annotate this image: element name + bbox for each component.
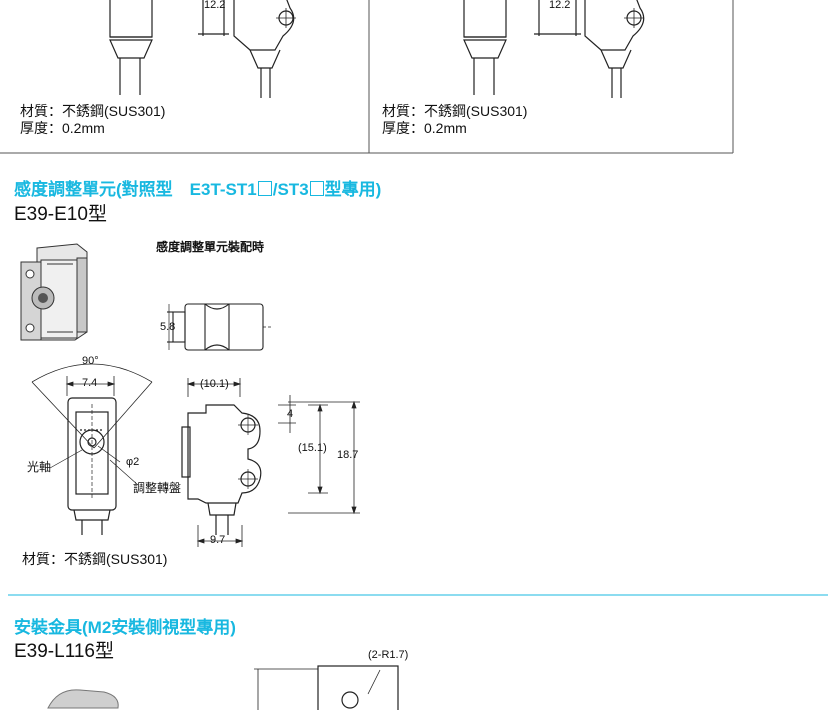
sensitivity-unit-product-image: [20, 243, 88, 341]
dim-5-8: 5.8: [160, 321, 176, 333]
section1-title-part-a: 感度調整單元(對照型 E3T-ST1: [14, 180, 257, 199]
diagram-caption: 感度調整單元裝配時: [156, 240, 265, 254]
section1-title: 感度調整單元(對照型 E3T-ST1/ST3 型專用): [14, 175, 381, 200]
square-box-icon: [309, 181, 324, 196]
dim-4: 4: [287, 408, 294, 420]
dim-7-4: 7.4: [82, 377, 98, 389]
dim-2-r1-7: (2-R1.7): [368, 649, 409, 661]
section2-divider: [8, 594, 828, 596]
section1-title-part-c: 型專用): [324, 180, 382, 199]
top-left-dim-12-2: 12.2: [204, 0, 226, 11]
dim-18-7: 18.7: [337, 449, 359, 461]
top-right-dim-12-2: 12.2: [549, 0, 571, 11]
section1-material: 材質：不銹鋼(SUS301): [22, 551, 168, 567]
top-right-material: 材質：不銹鋼(SUS301): [382, 103, 528, 119]
section2-model: E39-L116型: [14, 641, 114, 662]
dim-90-deg: 90°: [82, 355, 99, 367]
dim-10-1: (10.1): [200, 378, 229, 390]
section1-model: E39-E10型: [14, 204, 107, 225]
front-view-drawing: [31, 363, 153, 535]
square-box-icon: [257, 181, 272, 196]
top-left-drawing: [109, 0, 296, 98]
bracket-drawing: [47, 665, 399, 710]
dim-phi2: φ2: [126, 456, 140, 468]
top-right-thickness: 厚度：0.2mm: [382, 120, 467, 136]
optical-axis-label: 光軸: [27, 460, 52, 474]
section2-title: 安裝金具(M2安裝側視型專用): [14, 618, 236, 637]
top-left-material: 材質：不銹鋼(SUS301): [20, 103, 166, 119]
adjust-dial-label: 調整轉盤: [133, 481, 182, 495]
top-left-thickness: 厚度：0.2mm: [20, 120, 105, 136]
top-panel-frame: [0, 0, 734, 154]
dim-15-1: (15.1): [298, 442, 327, 454]
dim-9-7: 9.7: [210, 534, 226, 546]
side-view-drawing: [181, 378, 360, 547]
top-right-drawing: [463, 0, 645, 98]
section1-title-part-b: /ST3: [272, 180, 309, 199]
assembled-top-view: [167, 303, 273, 351]
